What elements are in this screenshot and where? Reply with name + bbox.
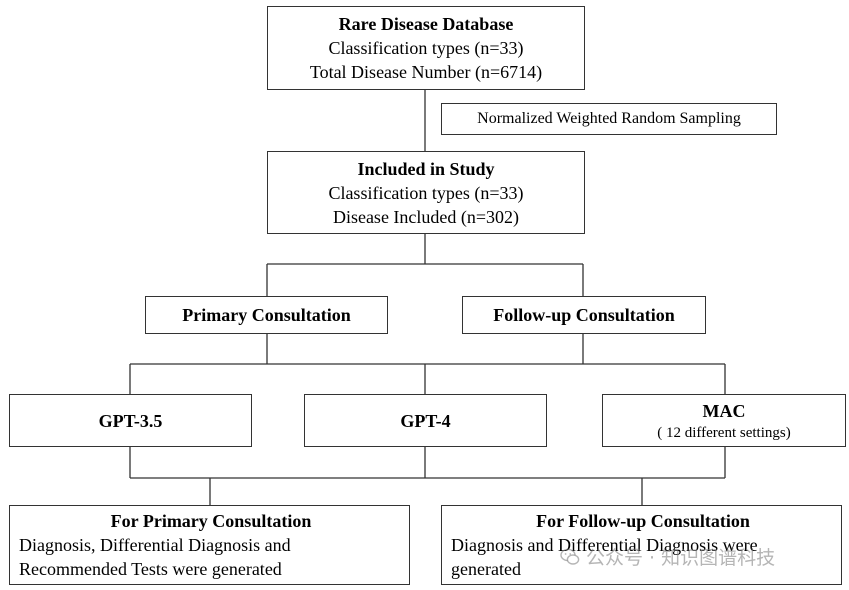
followup-output-title: For Follow-up Consultation xyxy=(536,511,750,531)
mac-label: MAC xyxy=(702,400,746,421)
study-disease-included: Disease Included (n=302) xyxy=(332,206,520,227)
mac-settings-note: ( 12 different settings) xyxy=(657,424,791,441)
gpt4-box: GPT-4 xyxy=(304,394,547,447)
database-classification-types: Classification types (n=33) xyxy=(328,38,524,58)
primary-output-line1: Diagnosis, Differential Diagnosis and xyxy=(19,535,291,555)
database-title: Rare Disease Database xyxy=(338,14,514,34)
followup-output-line2: generated xyxy=(451,559,521,579)
gpt35-box: GPT-3.5 xyxy=(9,394,252,447)
mac-box: MAC ( 12 different settings) xyxy=(602,394,846,447)
study-classification-types: Classification types (n=33) xyxy=(328,182,524,203)
sampling-label: Normalized Weighted Random Sampling xyxy=(477,110,741,127)
primary-consultation-box: Primary Consultation xyxy=(145,296,388,334)
followup-consultation-box: Follow-up Consultation xyxy=(462,296,706,334)
gpt35-label: GPT-3.5 xyxy=(98,410,163,431)
primary-output-title: For Primary Consultation xyxy=(110,511,312,531)
database-total-disease-number: Total Disease Number (n=6714) xyxy=(309,62,543,82)
rare-disease-database-box: Rare Disease Database Classification typ… xyxy=(267,6,585,90)
primary-output-box: For Primary Consultation Diagnosis, Diff… xyxy=(9,505,410,585)
gpt4-label: GPT-4 xyxy=(400,410,451,431)
primary-consultation-label: Primary Consultation xyxy=(182,305,351,325)
followup-output-line1: Diagnosis and Differential Diagnosis wer… xyxy=(451,535,758,555)
primary-output-line2: Recommended Tests were generated xyxy=(19,559,282,579)
followup-consultation-label: Follow-up Consultation xyxy=(493,305,675,325)
sampling-box: Normalized Weighted Random Sampling xyxy=(441,103,777,135)
study-title: Included in Study xyxy=(357,158,495,179)
included-in-study-box: Included in Study Classification types (… xyxy=(267,151,585,234)
followup-output-box: For Follow-up Consultation Diagnosis and… xyxy=(441,505,842,585)
